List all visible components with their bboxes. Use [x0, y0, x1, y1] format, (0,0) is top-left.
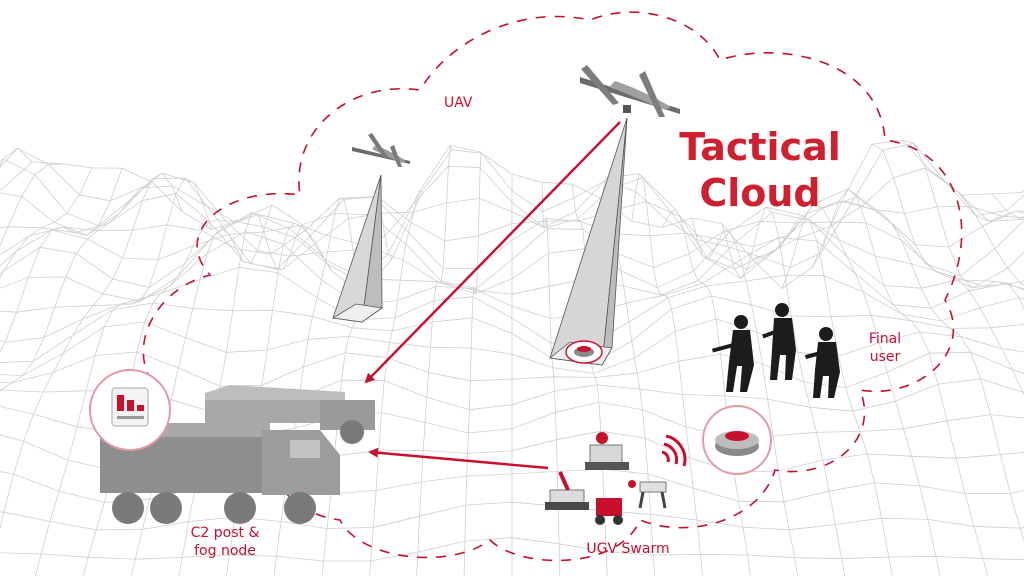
terrain-line [871, 143, 1024, 396]
terrain-line [0, 172, 183, 530]
terrain-line [781, 203, 941, 576]
c2-post-label: C2 post & fog node [170, 524, 280, 560]
terrain-line [463, 151, 483, 576]
final-user-label-line1: Final [868, 331, 902, 347]
terrain-line [541, 182, 561, 576]
final-user-label: Final user [850, 330, 920, 366]
terrain-line [811, 188, 988, 576]
soldier-silhouette-icon [711, 303, 840, 398]
terrain-line [721, 206, 846, 576]
final-user-label-line2: user [869, 349, 901, 365]
terrain-line [931, 171, 1024, 286]
ugv-robot-icon [545, 432, 667, 525]
terrain-line [0, 167, 93, 278]
terrain-line [0, 168, 123, 353]
tactical-cloud-title: Tactical Cloud [670, 124, 850, 216]
terrain-line [901, 139, 1024, 310]
uav-drone-icon [580, 65, 680, 117]
c2-post-label-line2: fog node [194, 543, 256, 559]
terrain-line [0, 163, 63, 247]
terrain-line [751, 214, 893, 576]
c2-dashboard-badge [89, 369, 171, 451]
c2-post-label-line1: C2 post & [190, 525, 260, 541]
terrain-line [841, 200, 1024, 542]
terrain-line [691, 217, 799, 576]
military-truck-icon [100, 385, 375, 524]
terrain-line [369, 191, 423, 576]
tactical-cloud-title-line2: Cloud [699, 171, 821, 215]
uav-drone-icon [352, 133, 410, 167]
ugv-to-c2-arrow [368, 447, 549, 470]
terrain-line [961, 194, 1024, 222]
landmine-icon [565, 340, 603, 364]
uav-1-sensor-cone [331, 174, 384, 323]
uav-label: UAV [444, 95, 473, 111]
wireless-signal-icon [661, 434, 687, 467]
uav-to-c2-arrow [364, 121, 621, 384]
landmine-icon [702, 405, 772, 475]
tactical-cloud-title-line1: Tactical [679, 125, 841, 169]
terrain-line [35, 177, 213, 576]
terrain-line [661, 208, 751, 576]
ugv-swarm-label: UGV Swarm [586, 541, 670, 557]
terrain-line [0, 181, 153, 392]
terrain-line [416, 145, 453, 576]
terrain-line [631, 172, 703, 576]
